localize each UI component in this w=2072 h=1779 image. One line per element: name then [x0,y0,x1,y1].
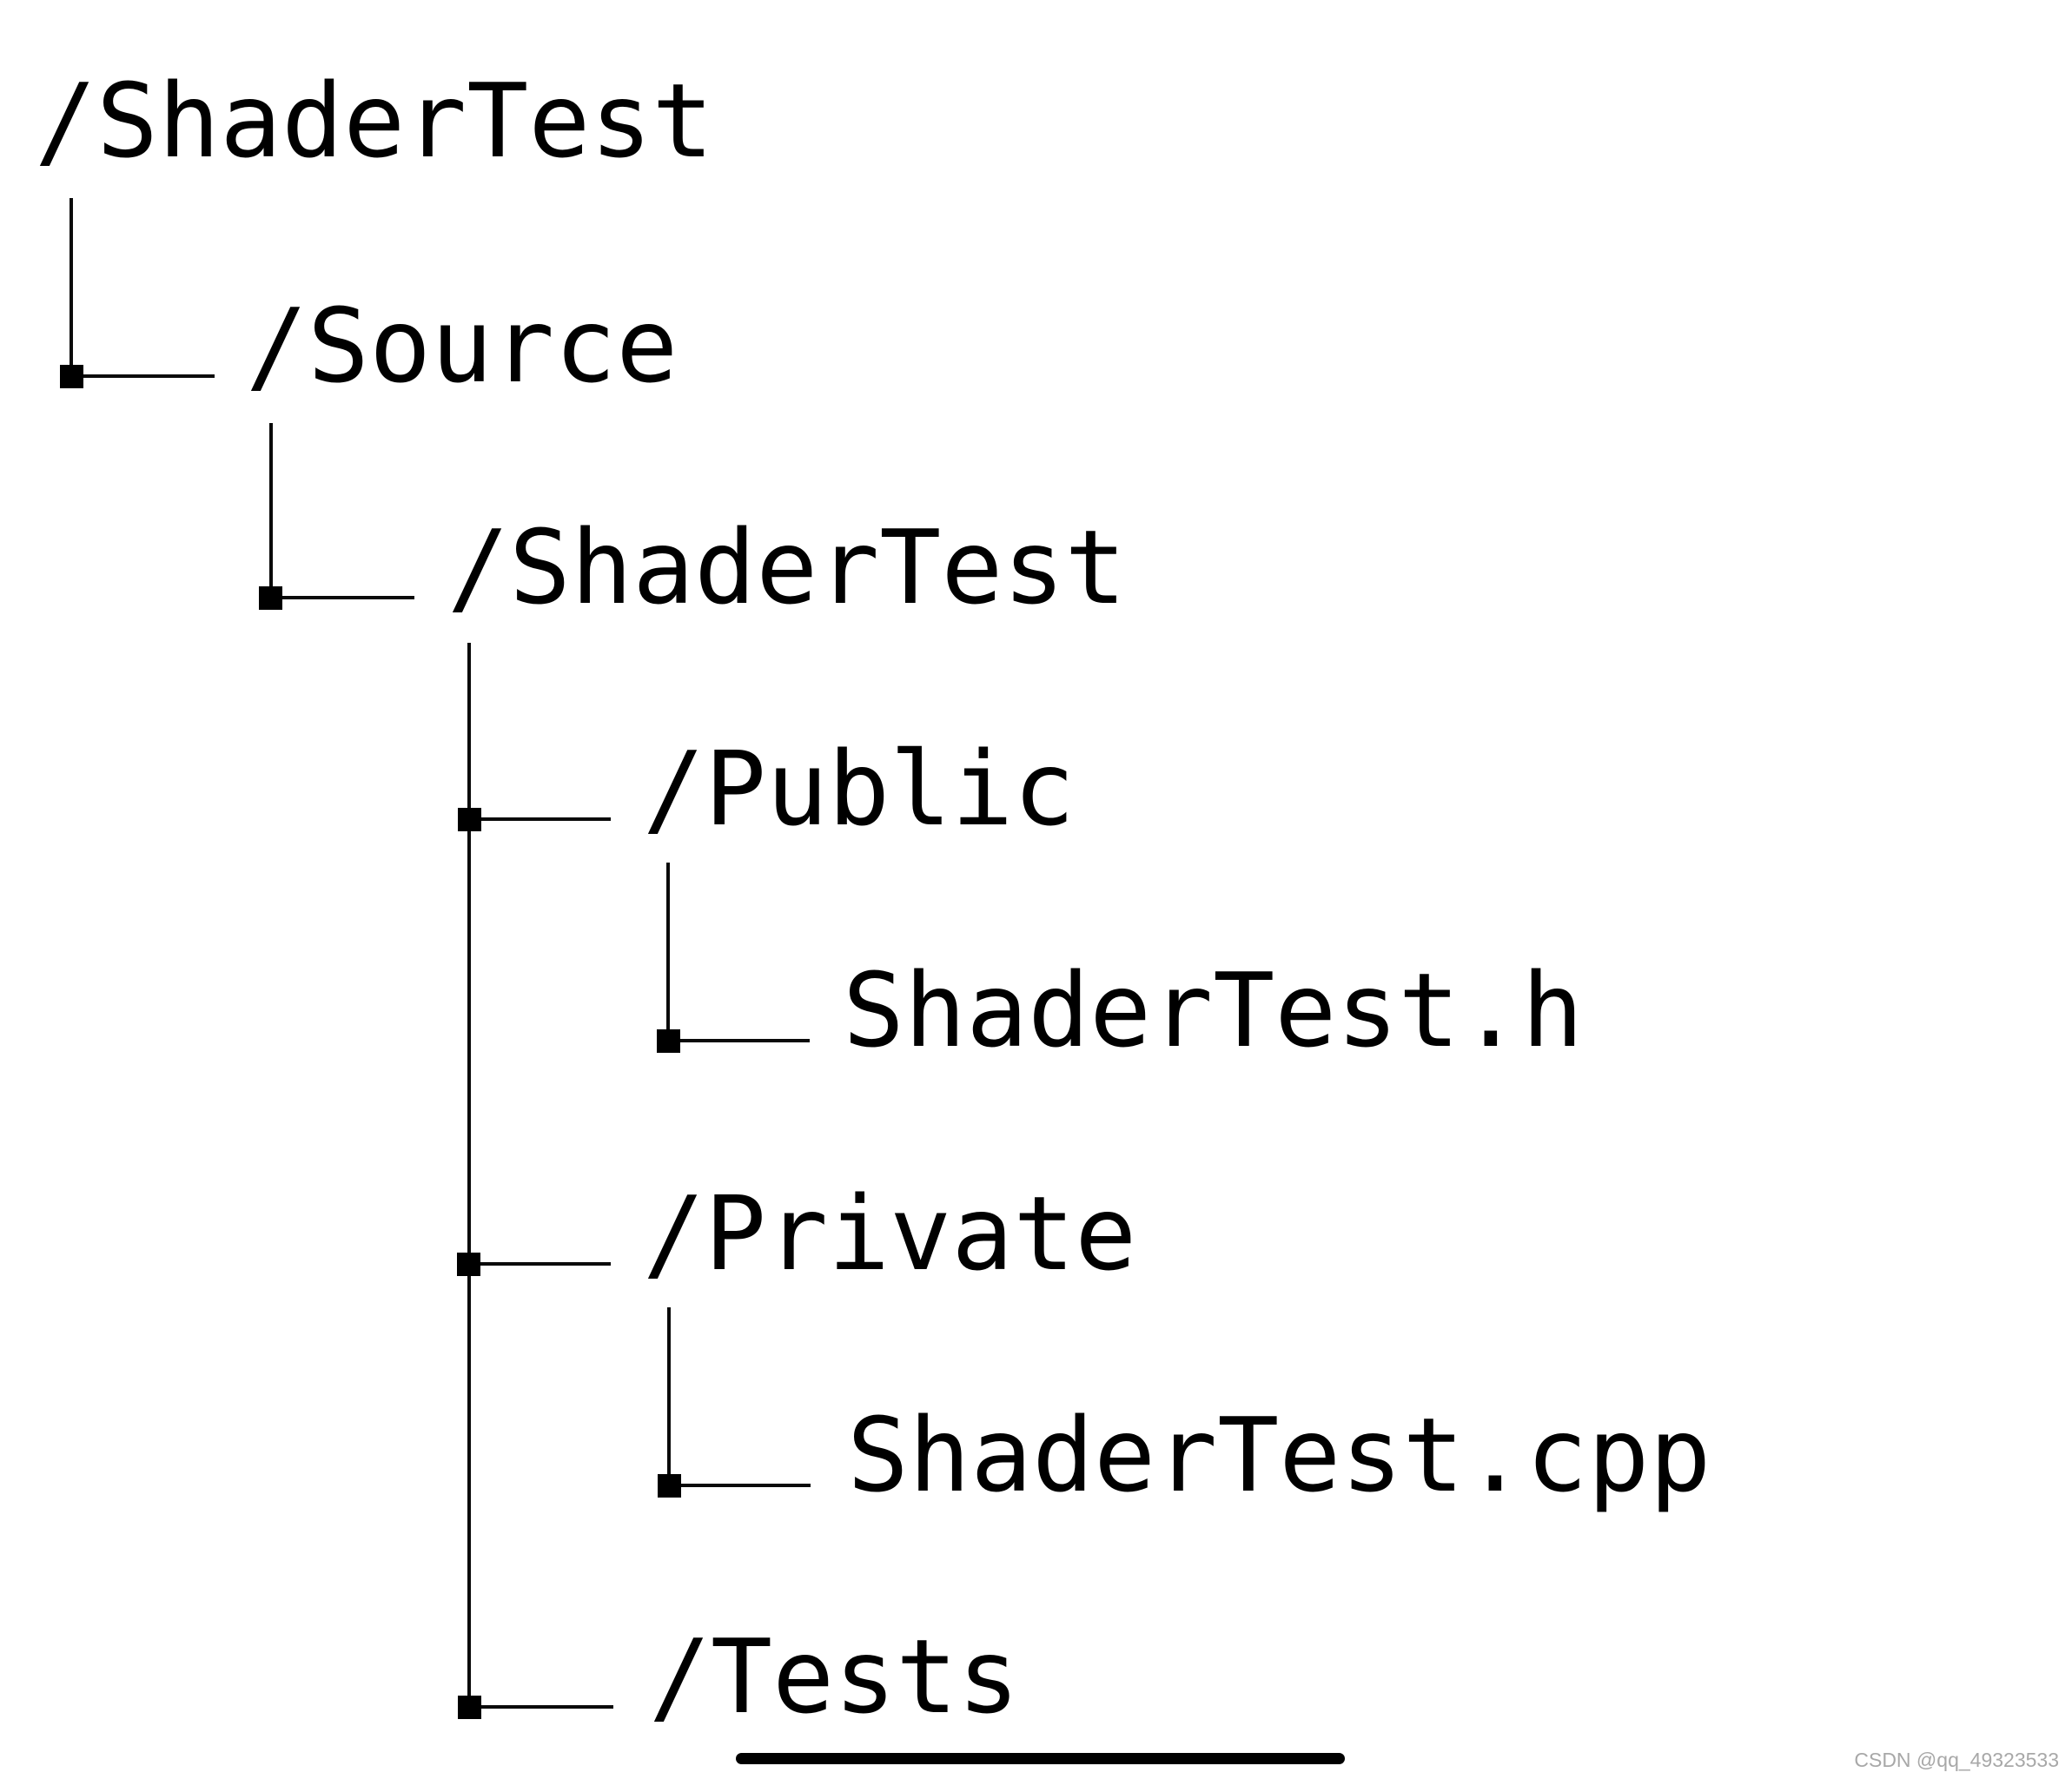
tree-node-label-tests: /Tests [649,1617,1020,1736]
tree-corner-square [657,1029,680,1053]
tree-node-label-shadertest-h: ShaderTest.h [843,950,1584,1070]
tree-connector-vline [467,643,471,1708]
tree-corner-square [60,365,83,388]
tree-node-label-source: /Source [246,286,679,406]
tree-corner-square [457,1253,480,1276]
tree-corner-square [658,1474,681,1498]
watermark-text: CSDN @qq_49323533 [1854,1749,2059,1771]
tree-corner-square [458,1696,481,1719]
tree-connector-vline [666,863,670,1042]
tree-connector-hline [71,374,215,378]
tree-node-label-root: /ShaderTest [35,61,714,181]
tree-connector-hline [669,1484,811,1487]
tree-connector-vline [667,1307,671,1486]
tree-connector-hline [469,1705,613,1709]
tree-connector-vline [70,198,73,378]
tree-node-label-private: /Private [643,1174,1137,1293]
tree-connector-hline [668,1039,810,1042]
tree-connector-vline [269,423,273,599]
tree-node-label-shadertest-cpp: ShaderTest.cpp [847,1395,1711,1515]
tree-corner-square [458,808,481,831]
tree-connector-hline [468,1262,611,1266]
tree-node-label-public: /Public [643,729,1076,849]
tree-node-label-shadertest: /ShaderTest [447,507,1127,627]
tree-connector-hline [469,817,611,821]
tree-corner-square [259,586,282,610]
bottom-divider-bar [736,1753,1345,1764]
tree-connector-hline [270,596,414,599]
